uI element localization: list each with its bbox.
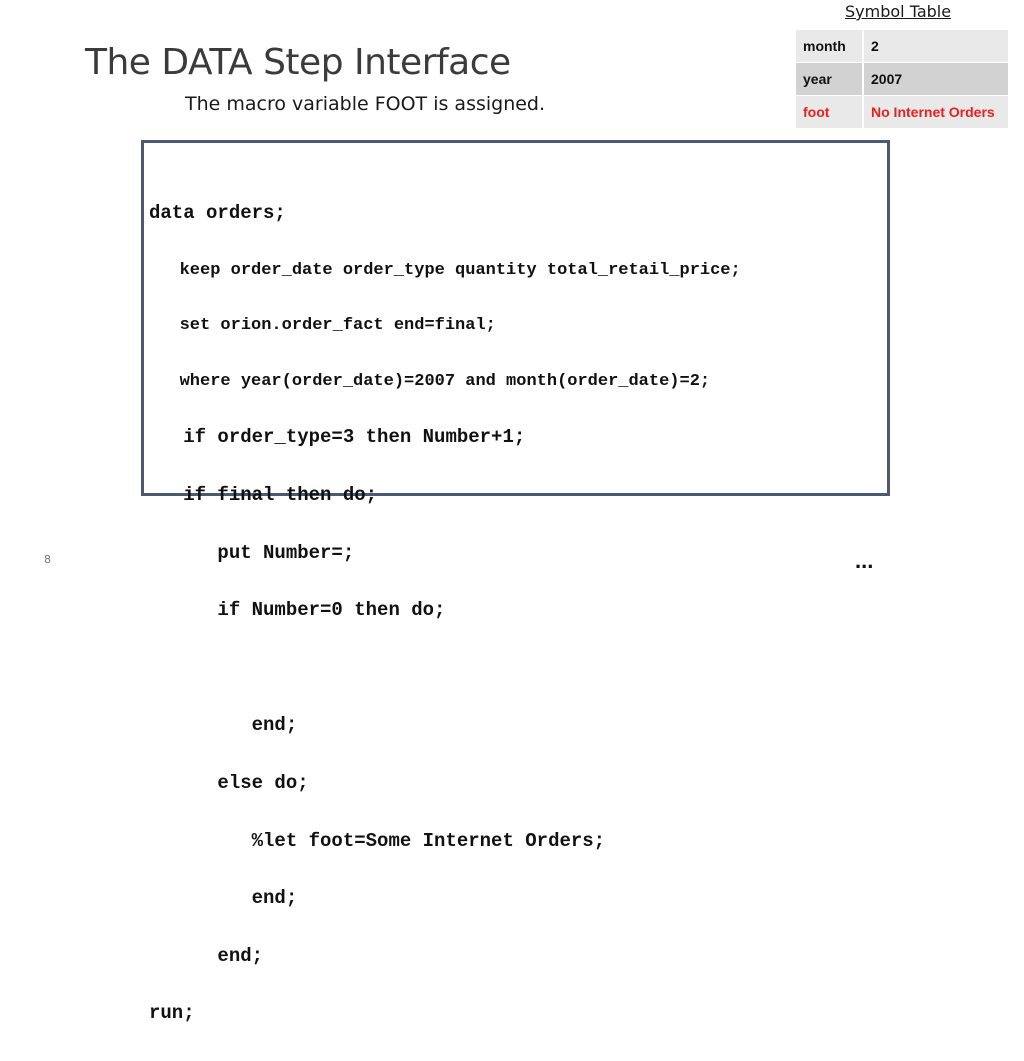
continuation-ellipsis: ... bbox=[855, 548, 874, 573]
code-line: if order_type=3 then Number+1; bbox=[149, 426, 526, 449]
code-line: put Number=; bbox=[149, 541, 355, 564]
symbol-value: No Internet Orders bbox=[864, 96, 1008, 129]
symbol-table-row: year 2007 bbox=[796, 63, 1008, 96]
code-line: end; bbox=[149, 887, 298, 910]
code-line: data orders; bbox=[149, 202, 286, 224]
symbol-value: 2 bbox=[864, 30, 1008, 63]
code-line: end; bbox=[149, 714, 298, 737]
code-line: else do; bbox=[149, 771, 309, 794]
symbol-name: foot bbox=[796, 96, 864, 129]
page-number: 8 bbox=[44, 553, 51, 566]
symbol-table-row: month 2 bbox=[796, 30, 1008, 63]
symbol-table: month 2 year 2007 foot No Internet Order… bbox=[796, 30, 1008, 129]
symbol-name: year bbox=[796, 63, 864, 96]
code-line: run; bbox=[149, 1002, 195, 1025]
slide-title: The DATA Step Interface bbox=[85, 42, 511, 83]
code-line: if final then do; bbox=[149, 483, 378, 506]
symbol-table-heading: Symbol Table bbox=[845, 2, 952, 21]
code-line: if Number=0 then do; bbox=[149, 599, 446, 622]
code-line bbox=[149, 658, 741, 680]
code-box: data orders; keep order_date order_type … bbox=[141, 140, 890, 1024]
symbol-table-row-highlighted: foot No Internet Orders bbox=[796, 96, 1008, 129]
code-line: set orion.order_fact end=final; bbox=[149, 316, 496, 336]
symbol-value: 2007 bbox=[864, 63, 1008, 96]
code-line: end; bbox=[149, 944, 264, 967]
code-line: keep order_date order_type quantity tota… bbox=[149, 260, 741, 280]
code-listing: data orders; keep order_date order_type … bbox=[149, 167, 741, 1061]
code-line: %let foot=Some Internet Orders; bbox=[149, 829, 606, 852]
slide-subtitle: The macro variable FOOT is assigned. bbox=[185, 93, 546, 115]
symbol-name: month bbox=[796, 30, 864, 63]
code-line: where year(order_date)=2007 and month(or… bbox=[149, 371, 711, 391]
